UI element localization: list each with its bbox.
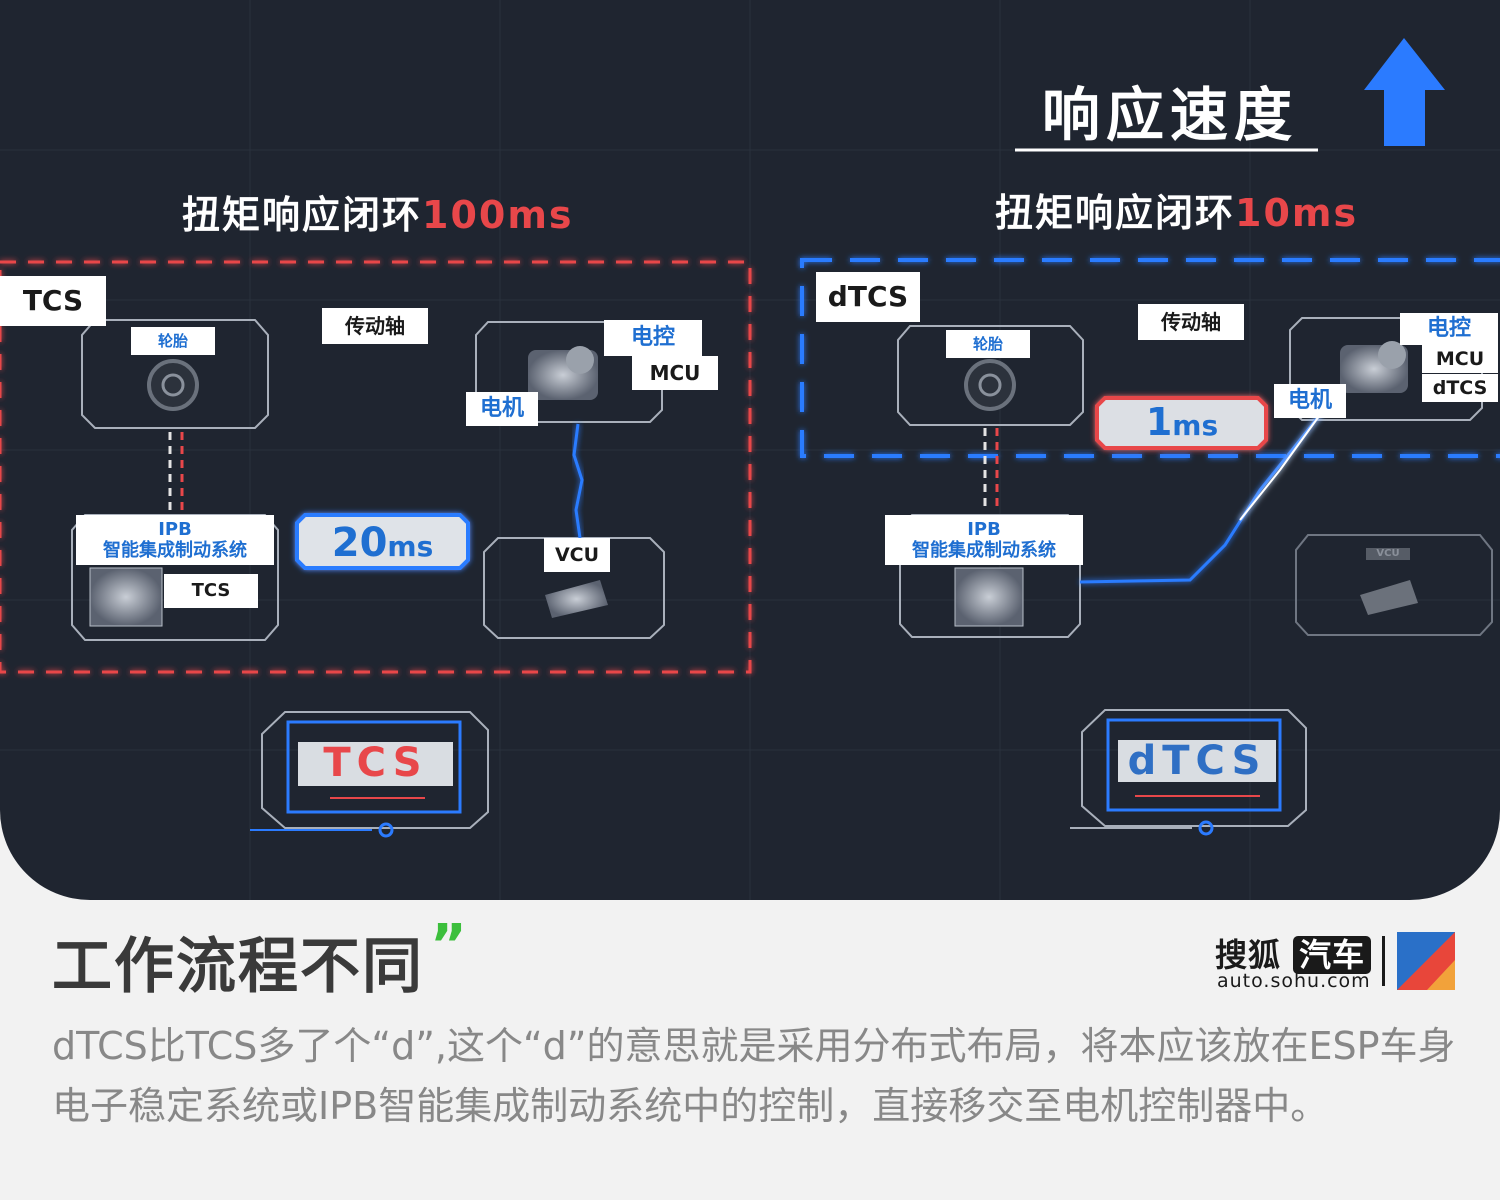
brand-name-cn: 搜狐 [1215, 936, 1282, 974]
left-badge-label: TCS [323, 740, 428, 786]
sohu-auto-logo-icon [1397, 932, 1455, 990]
left-ipb-tcs-label: TCS [164, 574, 258, 608]
right-badge [1070, 709, 1307, 836]
left-ipb-part-icon [89, 567, 163, 627]
caption-heading: 工作流程不同 [52, 932, 424, 1002]
brand-name-suffix: 汽车 [1293, 936, 1372, 974]
right-tire-label: 轮胎 [946, 330, 1030, 358]
left-tire-label: 轮胎 [131, 327, 215, 355]
right-dtcs-label: dTCS [1422, 374, 1498, 402]
left-boundary [0, 260, 752, 674]
right-motor-icon [1340, 341, 1408, 393]
right-latency-unit: ms [1172, 409, 1219, 442]
left-motor-vcu-line [572, 423, 584, 539]
right-vcu-frame [1295, 534, 1493, 636]
right-ipb-subtitle: 智能集成制动系统 [912, 539, 1056, 561]
right-mcu-label: MCU [1422, 345, 1498, 373]
left-mcu-label: MCU [632, 356, 718, 390]
right-tire-icon [964, 359, 1016, 411]
right-title-value: 10ms [1235, 191, 1359, 235]
right-spark-line [1239, 411, 1323, 521]
left-ecu-label: 电控 [604, 320, 702, 356]
left-vcu-frame [483, 537, 665, 639]
diagram-panel: 响应速度 扭矩响应闭环100ms 扭矩响应闭环10ms TCS 轮胎 传动轴 电… [0, 0, 1500, 900]
response-speed-heading: 响应速度 [1042, 81, 1299, 149]
right-ipb-part-icon [954, 567, 1024, 627]
right-diagram-title: 扭矩响应闭环10ms [995, 182, 1358, 237]
left-title-prefix: 扭矩响应闭环 [182, 193, 423, 237]
diagram-graphics [0, 0, 1500, 900]
left-vcu-label: VCU [544, 538, 610, 572]
left-diagram-title: 扭矩响应闭环100ms [182, 184, 574, 239]
right-vcu-tag-dim [1366, 548, 1410, 560]
left-vcu-part-icon [545, 580, 608, 618]
left-tire-frame [81, 319, 269, 429]
right-vcu-part-icon [1360, 580, 1418, 615]
brand-url: auto.sohu.com [1217, 970, 1371, 992]
right-ipb-title: IPB [967, 518, 1001, 540]
right-boundary [800, 258, 1500, 458]
right-vcu-label-dim: VCU [1376, 548, 1400, 559]
right-latency-value: 1 [1145, 400, 1173, 444]
left-latency: 20ms [300, 520, 465, 566]
right-system-tag: dTCS [816, 272, 920, 322]
left-latency-value: 20 [331, 520, 388, 566]
caption-body: dTCS比TCS多了个“d”,这个“d”的意思就是采用分布式布局，将本应该放在E… [52, 1024, 1456, 1128]
right-latency: 1ms [1100, 400, 1264, 444]
left-ipb-label: IPB 智能集成制动系统 [76, 515, 274, 565]
right-shaft-label: 传动轴 [1138, 304, 1244, 340]
brand-divider [1382, 936, 1385, 986]
right-title-prefix: 扭矩响应闭环 [995, 191, 1236, 235]
left-motor-label: 电机 [466, 392, 538, 426]
caption-quote-mark: ” [430, 913, 467, 978]
brand-name: 搜狐 汽车 [1215, 930, 1372, 976]
left-title-value: 100ms [422, 193, 574, 237]
left-latency-box [295, 513, 470, 570]
left-shaft-label: 传动轴 [322, 308, 428, 344]
right-motor-label: 电机 [1274, 384, 1346, 418]
right-ipb-label: IPB 智能集成制动系统 [885, 515, 1083, 565]
right-latency-box [1095, 396, 1268, 450]
left-latency-unit: ms [387, 530, 434, 563]
left-motor-icon [528, 346, 598, 400]
left-tire-icon [147, 359, 199, 411]
up-arrow-icon [1364, 38, 1445, 146]
left-system-tag: TCS [0, 276, 106, 326]
left-ipb-subtitle: 智能集成制动系统 [103, 539, 247, 561]
right-tire-frame [897, 325, 1084, 426]
right-ecu-label: 电控 [1400, 313, 1498, 345]
right-badge-label: dTCS [1127, 738, 1267, 784]
left-ipb-title: IPB [158, 518, 192, 540]
left-badge [250, 711, 489, 838]
